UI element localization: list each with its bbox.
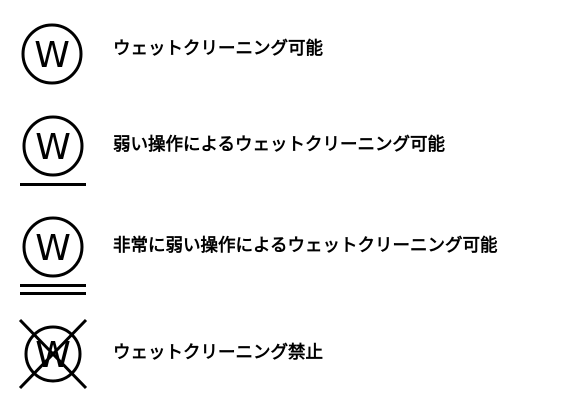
underline-bar [20, 183, 86, 186]
w-letter: W [35, 127, 71, 168]
w-letter: W [35, 228, 71, 269]
symbol-label-wet-cleaning-very-gentle: 非常に弱い操作によるウェットクリーニング可能 [113, 236, 498, 256]
underline-bar-lower [20, 292, 86, 295]
circle-shape [22, 216, 84, 278]
wet-cleaning-gentle-symbol: W [20, 115, 86, 186]
wet-cleaning-symbol: W [21, 23, 83, 85]
circle-shape [21, 23, 83, 85]
wet-cleaning-very-gentle-symbol: W [20, 216, 86, 295]
symbol-label-wet-cleaning-prohibited: ウェットクリーニング禁止 [113, 343, 323, 363]
underline-bar-upper [20, 284, 86, 287]
circle-shape [22, 115, 84, 177]
wet-cleaning-prohibited-symbol: W [18, 318, 88, 390]
symbol-label-wet-cleaning: ウェットクリーニング可能 [113, 39, 323, 59]
circle-shape [24, 325, 82, 383]
cross-line-2 [18, 318, 88, 390]
symbol-label-wet-cleaning-gentle: 弱い操作によるウェットクリーニング可能 [113, 135, 445, 155]
w-letter: W [34, 35, 70, 76]
